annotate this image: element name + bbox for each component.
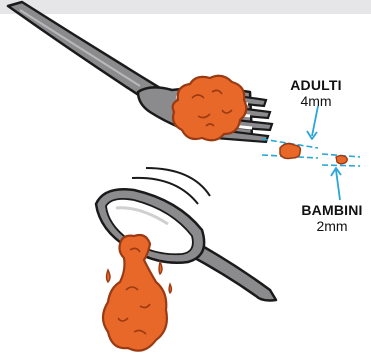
child-dose-label: BAMBINI 2mm bbox=[292, 203, 371, 233]
adult-dose-value: 4mm bbox=[283, 94, 349, 108]
child-dose-title: BAMBINI bbox=[292, 203, 371, 217]
adult-dose-label: ADULTI 4mm bbox=[283, 78, 349, 108]
child-dose-value: 2mm bbox=[292, 219, 371, 233]
food-bite-icon bbox=[173, 76, 247, 141]
top-band bbox=[0, 0, 371, 14]
adult-dose-title: ADULTI bbox=[283, 78, 349, 92]
dosage-marker-icon bbox=[262, 106, 360, 200]
